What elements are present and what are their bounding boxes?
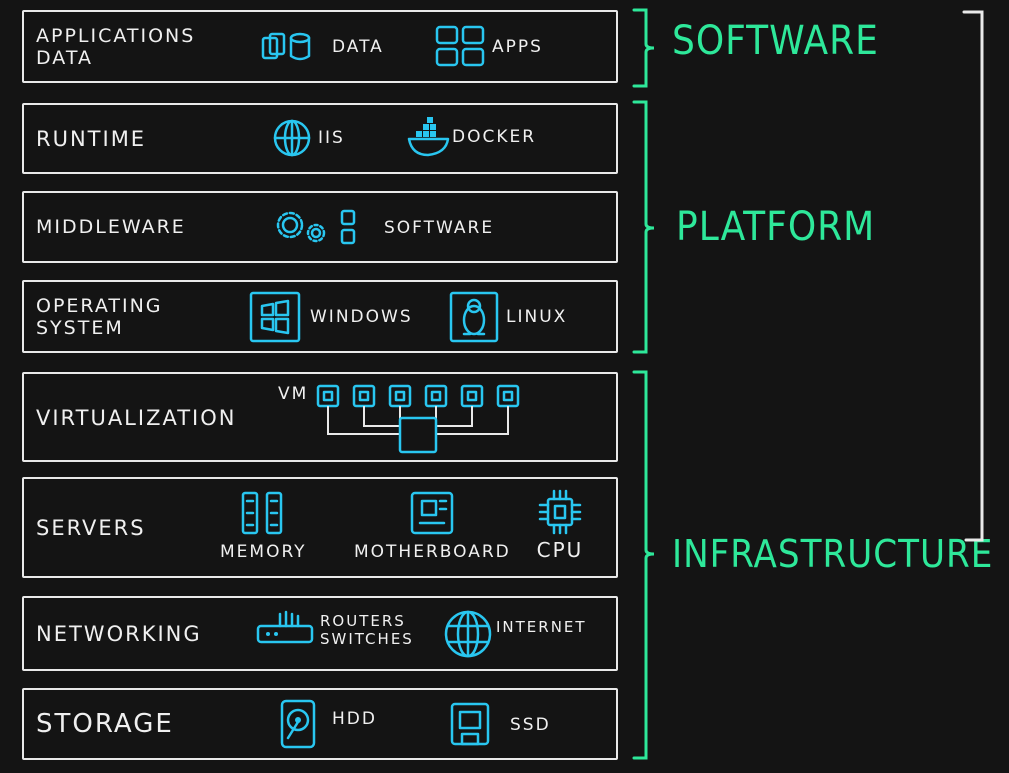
layer-servers: SERVERS MEMORY MOTHERBOARD CPU — [22, 477, 618, 578]
cpu-item: CPU — [536, 487, 584, 562]
category-infrastructure: INFRASTRUCTURE — [672, 532, 994, 576]
vm-item: VM — [278, 378, 534, 458]
layer-label: OPERATING SYSTEM — [36, 294, 163, 339]
router-icon — [256, 610, 314, 644]
globe-icon — [444, 610, 492, 658]
apps-label: APPS — [492, 37, 543, 57]
layer-applications-data: APPLICATIONS DATA DATA APPS — [22, 10, 618, 83]
docker-item: DOCKER — [406, 115, 536, 159]
cpu-label: CPU — [536, 538, 584, 562]
layer-virtualization: VIRTUALIZATION VM — [22, 372, 618, 462]
windows-item: WINDOWS — [248, 290, 413, 344]
hdd-item: HDD — [278, 698, 377, 752]
layer-label: RUNTIME — [36, 126, 147, 151]
memory-label: MEMORY — [220, 542, 307, 562]
layer-label: SERVERS — [36, 515, 146, 540]
iis-label: IIS — [318, 128, 345, 148]
linux-label: LINUX — [506, 307, 568, 327]
linux-tux-icon — [449, 291, 499, 343]
category-platform: PLATFORM — [676, 204, 876, 250]
software-brace — [632, 8, 655, 88]
layer-label: APPLICATIONS DATA — [36, 24, 196, 69]
routers-item: ROUTERS SWITCHES — [254, 606, 414, 654]
motherboard-item: MOTHERBOARD — [354, 489, 511, 561]
vm-label: VM — [278, 384, 309, 404]
motherboard-label: MOTHERBOARD — [354, 542, 511, 562]
layer-middleware: MIDDLEWARE SOFTWARE — [22, 191, 618, 263]
memory-item: MEMORY — [220, 489, 307, 561]
ssd-label: SSD — [510, 715, 551, 735]
docker-label: DOCKER — [452, 127, 537, 147]
docker-whale-icon — [407, 117, 450, 157]
data-label: DATA — [332, 37, 384, 57]
layer-networking: NETWORKING ROUTERS SWITCHES INTERNET — [22, 596, 618, 671]
layer-operating-system: OPERATING SYSTEM WINDOWS LINUX — [22, 280, 618, 353]
cpu-chip-icon — [538, 489, 582, 535]
globe-icon — [273, 119, 311, 157]
motherboard-icon — [411, 491, 454, 535]
infrastructure-brace — [632, 370, 655, 760]
hdd-icon — [280, 699, 316, 749]
outer-bracket — [962, 10, 984, 542]
routers-label: ROUTERS SWITCHES — [320, 612, 414, 648]
platform-brace — [632, 100, 655, 354]
internet-item: INTERNET — [442, 608, 587, 660]
memory-icon — [242, 491, 283, 535]
apps-grid-icon — [435, 25, 485, 67]
vm-cluster-icon — [317, 384, 520, 454]
ssd-icon — [450, 702, 490, 746]
linux-item: LINUX — [448, 290, 567, 344]
apps-item: APPS — [434, 24, 543, 70]
windows-icon — [249, 291, 301, 343]
windows-label: WINDOWS — [310, 307, 413, 327]
software-item: SOFTWARE — [274, 207, 494, 249]
iis-item: IIS — [272, 117, 345, 159]
data-item: DATA — [260, 30, 384, 64]
layer-label: MIDDLEWARE — [36, 216, 186, 238]
category-software: SOFTWARE — [672, 18, 879, 64]
layer-runtime: RUNTIME IIS DOCKER — [22, 103, 618, 174]
software-label: SOFTWARE — [384, 218, 495, 238]
layer-label: STORAGE — [36, 709, 174, 739]
internet-label: INTERNET — [496, 618, 587, 636]
gears-icon — [276, 209, 356, 245]
layer-storage: STORAGE HDD SSD — [22, 688, 618, 760]
layer-label: VIRTUALIZATION — [36, 406, 237, 430]
layer-label: NETWORKING — [36, 621, 202, 646]
database-icon — [261, 32, 311, 61]
hdd-label: HDD — [332, 709, 377, 729]
ssd-item: SSD — [448, 700, 551, 750]
